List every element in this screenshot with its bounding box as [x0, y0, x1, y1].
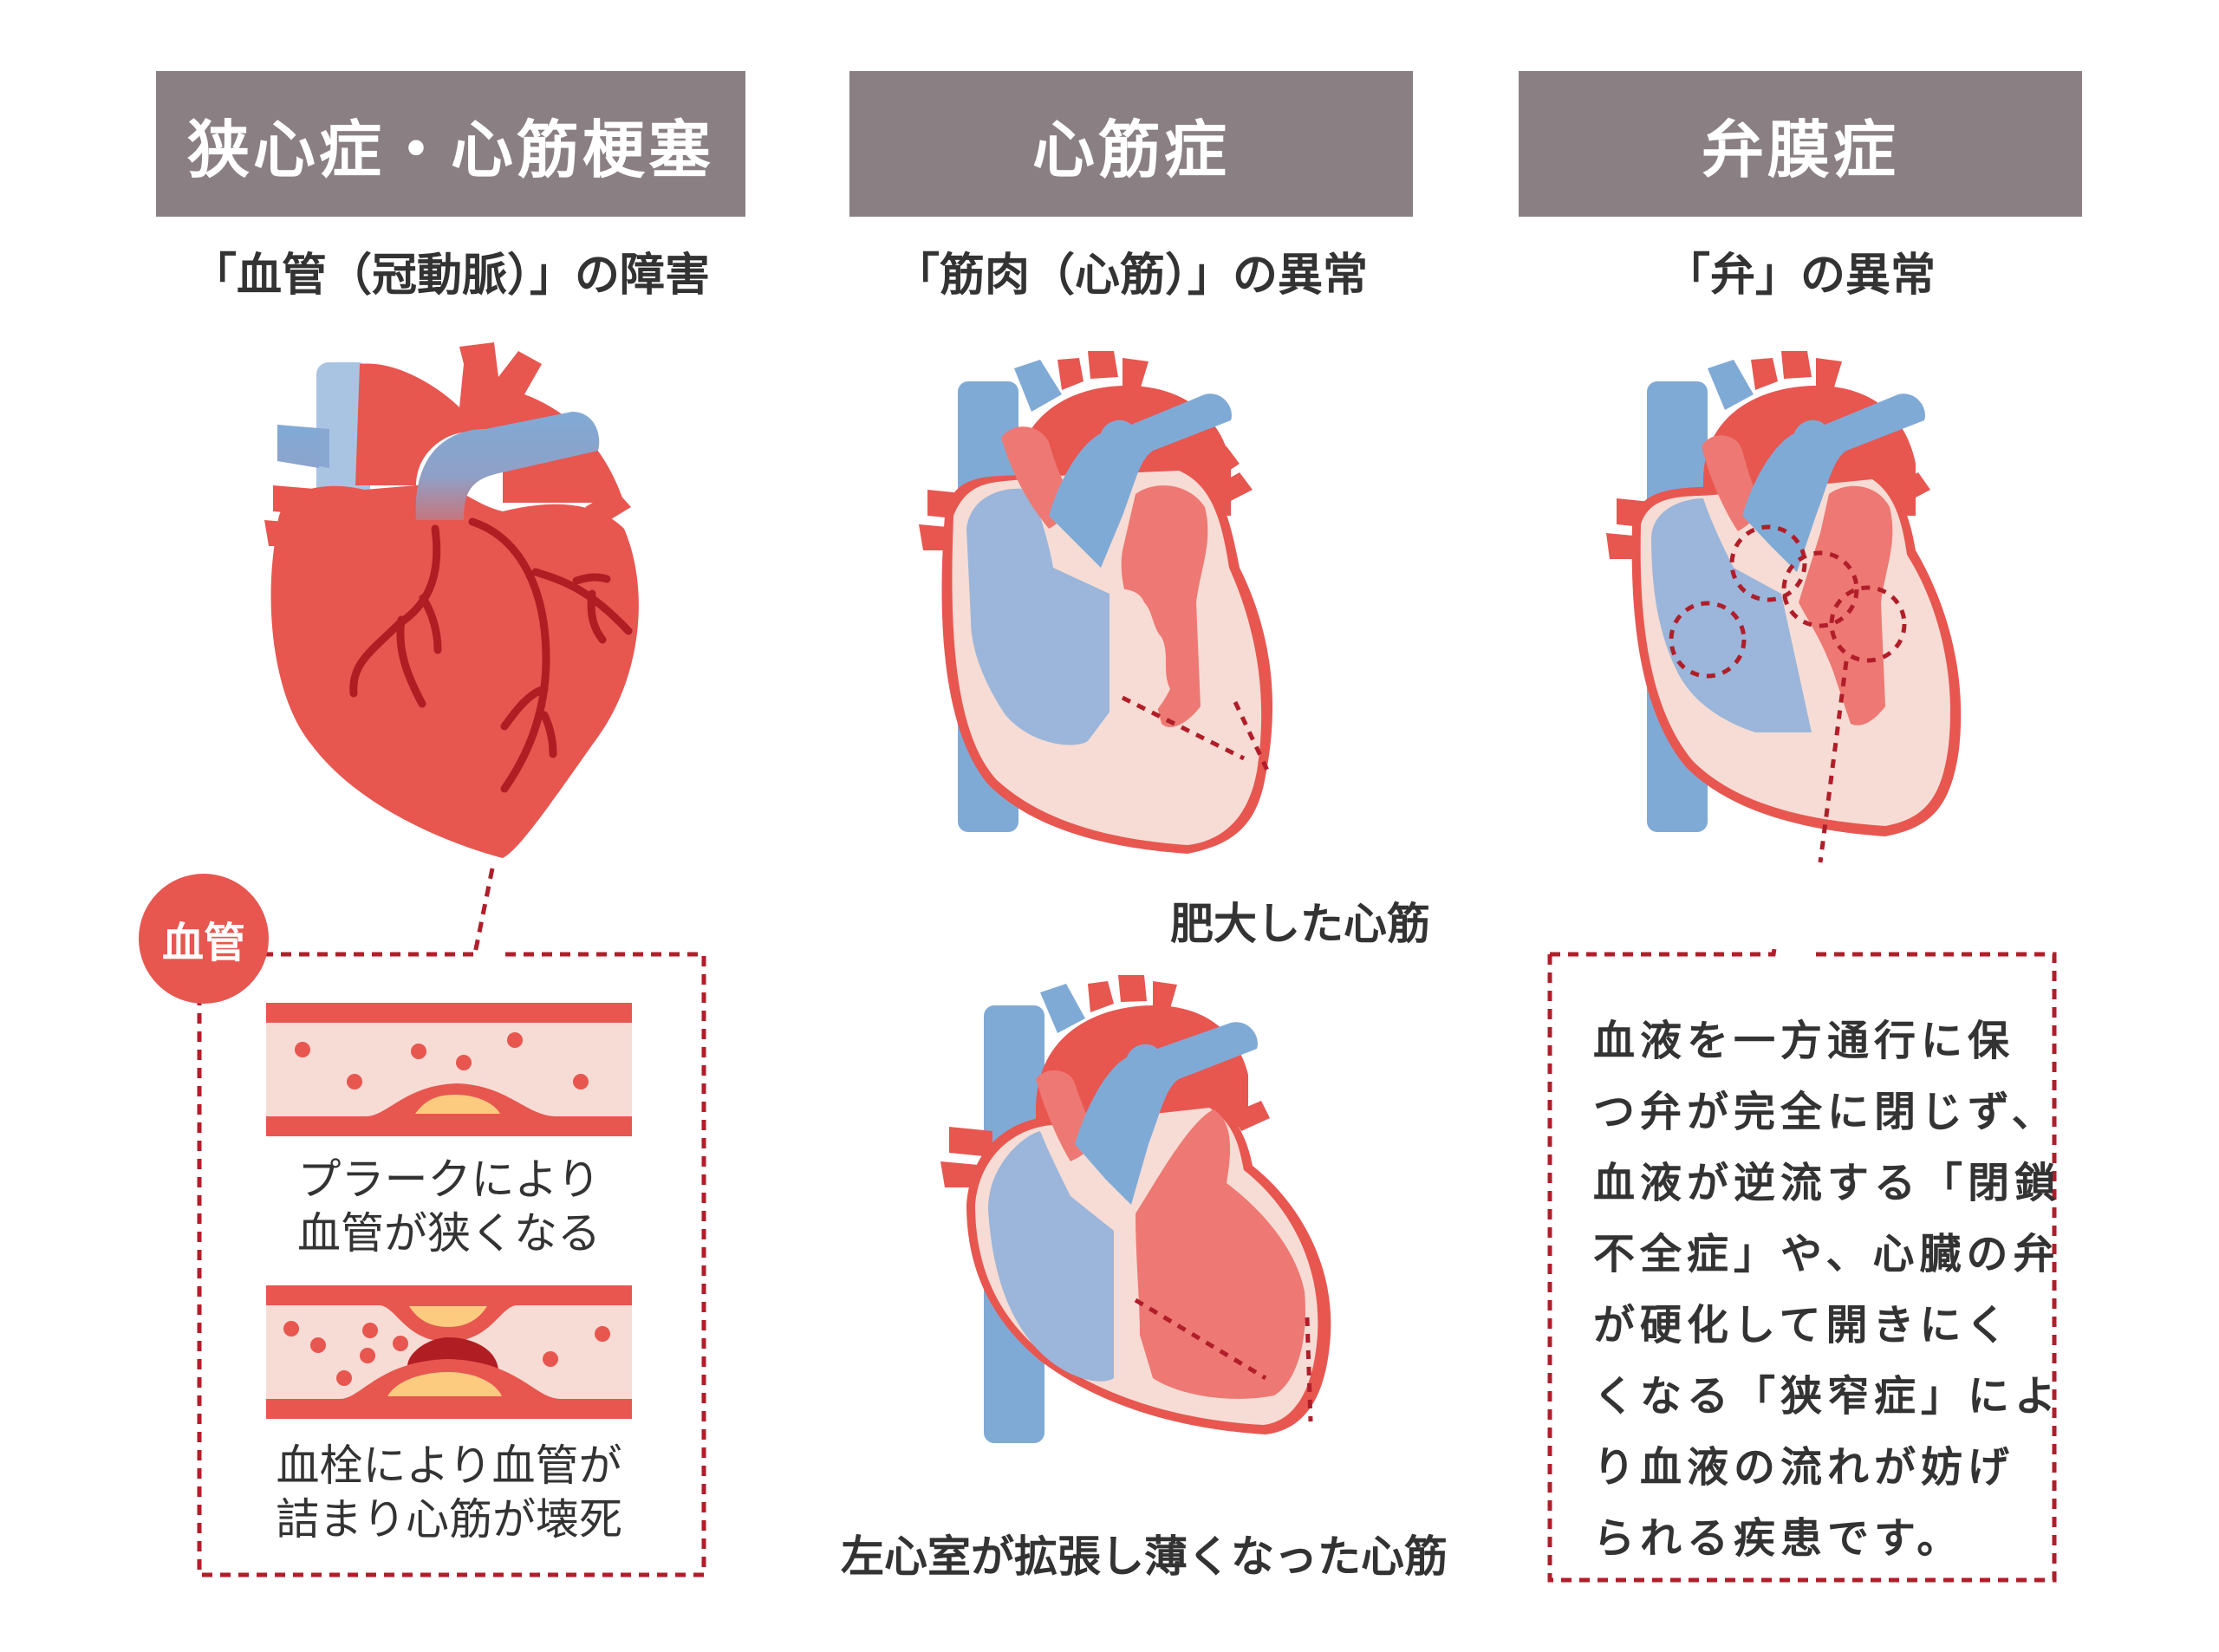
valvular-description-line-7: り血液の流れが妨げ	[1593, 1443, 2015, 1492]
blood-vessel-badge: 血管	[139, 874, 269, 1004]
header-angina-title: 狭心症・心筋梗塞	[186, 113, 714, 186]
angina-detail-box-border	[197, 952, 706, 1577]
hypertrophic-label: 肥大した心筋	[1170, 899, 1430, 949]
plaque-caption: プラークにより 血管が狭くなる	[266, 1153, 632, 1260]
header-valvular: 弁膜症	[1519, 71, 2082, 217]
valvular-description-line-4: 不全症」や、心臓の弁	[1593, 1230, 2060, 1278]
plaque-caption-line-1: プラークにより	[297, 1154, 601, 1205]
subtitle-valvular: 「弁」の異常	[1664, 249, 1936, 302]
header-cardiomyopathy-title: 心筋症	[1031, 113, 1230, 186]
plaque-vessel-diagram	[266, 1003, 632, 1136]
valvular-description: 血液を一方通行に保 つ弁が完全に閉じず、 血液が逆流する「閉鎖 不全症」や、心臓…	[1593, 1005, 2062, 1574]
dilated-heart-illustration	[940, 975, 1331, 1443]
external-heart-illustration	[264, 342, 639, 858]
valvular-description-line-8: られる疾患です。	[1593, 1514, 1964, 1563]
valvular-description-line-5: が硬化して開きにく	[1593, 1301, 2013, 1350]
header-angina: 狭心症・心筋梗塞	[156, 71, 745, 217]
valvular-description-line-3: 血液が逆流する「閉鎖	[1593, 1159, 2062, 1207]
hypertrophic-heart-illustration	[919, 351, 1273, 854]
thrombus-caption-line-1: 血栓により血管が	[276, 1441, 622, 1491]
header-valvular-title: 弁膜症	[1701, 113, 1899, 186]
thrombus-caption-line-2: 詰まり心筋が壊死	[276, 1494, 622, 1545]
thrombus-caption: 血栓により血管が 詰まり心筋が壊死	[266, 1439, 632, 1546]
subtitle-cardiomyopathy: 「筋肉（心筋）」の異常	[894, 249, 1368, 302]
header-cardiomyopathy: 心筋症	[849, 71, 1413, 217]
plaque-caption-line-2: 血管が狭くなる	[297, 1208, 601, 1259]
subtitle-angina: 「血管（冠動脈）」の障害	[191, 249, 710, 302]
thrombus-vessel-diagram	[266, 1285, 632, 1419]
angina-connector-line	[472, 868, 495, 954]
valvular-description-line-1: 血液を一方通行に保	[1593, 1017, 2015, 1065]
dilated-label: 左心室が拡張し薄くなった心筋	[841, 1532, 1448, 1582]
valvular-description-line-2: つ弁が完全に閉じず、	[1593, 1088, 2059, 1136]
valvular-description-line-6: くなる「狭窄症」によ	[1593, 1372, 2062, 1421]
valvular-description-box-border	[1547, 949, 2057, 1583]
blood-vessel-badge-label: 血管	[161, 919, 245, 967]
valvular-heart-illustration	[1606, 351, 1962, 863]
